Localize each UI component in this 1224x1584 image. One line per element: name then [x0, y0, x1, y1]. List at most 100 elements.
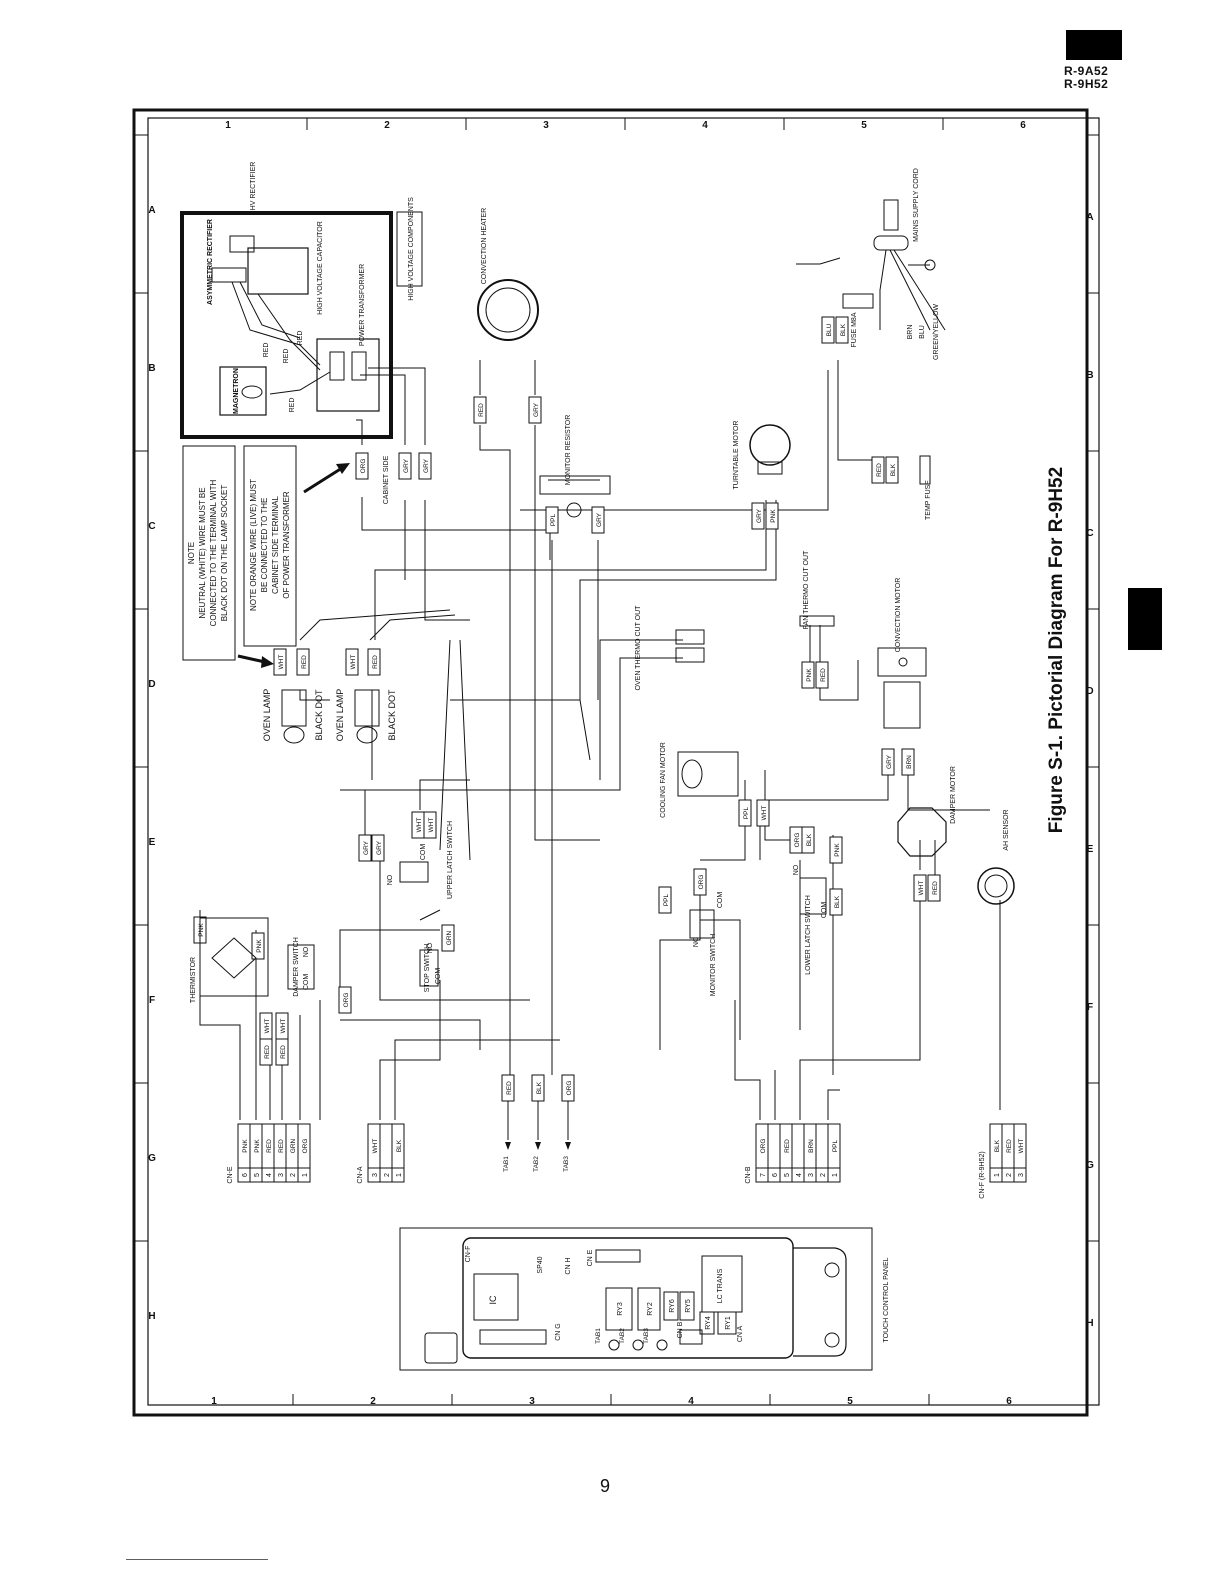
wire-tag-box: [885, 456, 899, 484]
cooling-fan-motor: COOLING FAN MOTOR: [660, 742, 739, 818]
lamp-socket: [281, 689, 307, 727]
cna-pin: 1: [396, 1173, 403, 1177]
cabinet-side-label: CABINET SIDE: [383, 455, 390, 504]
mains-wires: [879, 249, 946, 331]
wire-tag-box: [275, 1012, 289, 1040]
grid-col-label: 2: [370, 1396, 376, 1407]
black-dot-label: BLACK DOT: [314, 689, 324, 741]
mains-cord-label: MAINS SUPPLY CORD: [913, 168, 920, 242]
cnb-pin: 4: [796, 1173, 803, 1177]
wire-tag-box: [913, 874, 927, 902]
wire-tag-box: [801, 661, 815, 689]
grid-row-label: E: [1087, 844, 1094, 855]
hv-capacitor: [247, 247, 309, 295]
cna-wire-cell: [379, 1123, 393, 1169]
cnb-pin: 7: [760, 1173, 767, 1177]
black-dot-label: BLACK DOT: [387, 689, 397, 741]
cna-wire: BLK: [396, 1139, 403, 1152]
wire-tag-box: [881, 748, 895, 776]
fan-motor-body: [677, 751, 739, 797]
grid-row-label: G: [1086, 1160, 1094, 1171]
tab-arrow-icon: [505, 1142, 511, 1150]
note-orange-line: OF POWER TRANSFORMER: [282, 491, 291, 599]
wire-tag: RED: [932, 881, 939, 895]
wire-tag: ORG: [566, 1081, 573, 1096]
cnf-wire: BLK: [994, 1139, 1001, 1152]
high-voltage-section: HIGH VOLTAGE COMPONENTS HV RECTIFIER ASY…: [180, 162, 926, 439]
cne-wire: GRN: [290, 1138, 297, 1153]
lower-latch-label: LOWER LATCH SWITCH: [805, 895, 812, 975]
switch-terminal-label: COM: [717, 892, 724, 909]
wire-tag: GRY: [886, 754, 893, 769]
wire-tag: WHT: [761, 806, 768, 821]
cnb-header: [679, 1329, 703, 1345]
lower-latch-switch: [799, 877, 827, 915]
grid-row-label: D: [1086, 686, 1093, 697]
cnb-wire: BRN: [808, 1139, 815, 1153]
relay-chip-label: RY6: [669, 1299, 676, 1313]
convection-motor-body: [877, 647, 927, 677]
wire-tag-box: [927, 874, 941, 902]
cne-wire-cell: [297, 1123, 311, 1169]
fan-thermo-label: FAN THERMO CUT OUT: [803, 550, 810, 629]
oven-lamps: OVEN LAMP BLACK DOT OVEN LAMP BLACK DOT: [262, 689, 397, 744]
tab-label: TAB1: [503, 1156, 510, 1172]
convection-heater: CONVECTION HEATER: [477, 208, 539, 341]
cna-wire-cell: [391, 1123, 405, 1169]
cnb-label: CN-B: [745, 1166, 752, 1183]
wire-tag: GRY: [596, 512, 603, 527]
cnb-pin: 1: [832, 1173, 839, 1177]
wire-tag-box: [531, 1074, 545, 1102]
upper-latch-label: UPPER LATCH SWITCH: [447, 821, 454, 899]
sensor-inner: [984, 874, 1008, 898]
cnf-wire-cell: [1013, 1123, 1027, 1169]
header-black-bar: [1066, 30, 1122, 60]
resistor-terminal-icon: [566, 502, 582, 518]
panel-knob: [424, 1332, 458, 1364]
temp-fuse: TEMP FUSE: [919, 455, 932, 520]
switch-terminal-label: NC: [693, 937, 700, 947]
green-yellow-label: GREEN/YELLOW: [933, 304, 940, 360]
grid-row-label: C: [1086, 528, 1093, 539]
hv-wire-label: RED: [289, 398, 296, 413]
grid-row-label: A: [148, 205, 155, 216]
grid-col-label: 6: [1006, 1396, 1012, 1407]
wire-tag: RED: [264, 1045, 271, 1059]
cnb-wire-cell: [791, 1123, 805, 1169]
switch-terminal-label: NO: [303, 946, 310, 957]
mains-wire-label: BRN: [907, 325, 914, 340]
wire-tag: BLK: [834, 895, 841, 908]
grid-row-label: A: [1086, 212, 1093, 223]
wire-tag: WHT: [278, 655, 285, 670]
wire-tag-box: [561, 1074, 575, 1102]
grid-col-label: 3: [543, 120, 549, 131]
lc-trans-label: LC TRANS: [717, 1268, 724, 1303]
switch-terminal-label: NO: [427, 942, 434, 953]
panel-cn-label: CN-F: [465, 1246, 472, 1263]
panel-ribbon: [793, 1247, 847, 1357]
cna-pin: 3: [372, 1173, 379, 1177]
magnetron-label: MAGNETRON: [233, 368, 240, 414]
cooling-fan-label: COOLING FAN MOTOR: [660, 742, 667, 818]
wire-tag: PNK: [770, 509, 777, 523]
tab-label: TAB2: [533, 1156, 540, 1172]
heater-coil-inner: [485, 287, 531, 333]
cnf-pin: 1: [994, 1173, 1001, 1177]
panel-cn-label: CN A: [737, 1326, 744, 1343]
wire-tag-box: [591, 506, 605, 534]
switch-terminal-label: COM: [303, 974, 310, 991]
fuse-body: [842, 293, 874, 309]
wire-tag: RED: [820, 668, 827, 682]
wire-tag-box: [251, 932, 265, 960]
wire-tag: PNK: [256, 939, 263, 953]
turntable-motor: TURNTABLE MOTOR: [733, 421, 791, 489]
motor-base: [757, 461, 783, 475]
switch-terminal-label: NO: [793, 864, 800, 875]
grid-col-label: 4: [702, 120, 708, 131]
wire-tag-box: [423, 811, 437, 839]
convection-motor-label: CONVECTION MOTOR: [895, 578, 902, 653]
thermistor-box: [199, 917, 269, 997]
grid-row-label: H: [148, 1311, 155, 1322]
wire-tag: BLU: [826, 323, 833, 336]
